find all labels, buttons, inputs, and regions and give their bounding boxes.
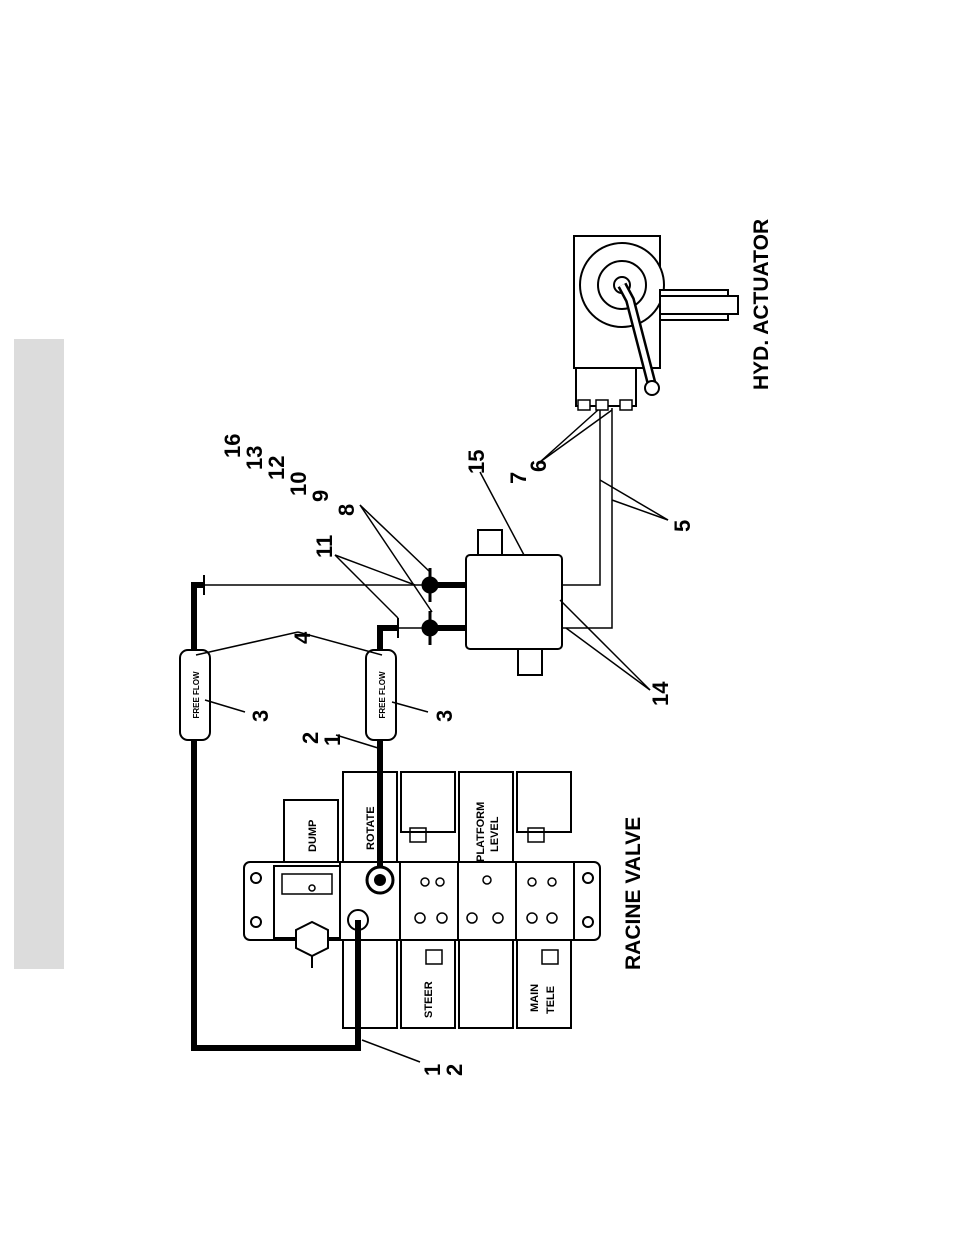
racine-valve-title: RACINE VALVE (622, 817, 645, 970)
callout-4: 4 (290, 631, 315, 644)
section-label-steer: STEER (423, 981, 435, 1018)
tee-fittings (422, 568, 438, 645)
callout-2-lower: 2 (442, 1064, 467, 1076)
callout-7: 7 (506, 472, 531, 484)
callout-14: 14 (648, 681, 673, 706)
manifold-block (466, 530, 562, 675)
free-flow-label: FREE FLOW (192, 671, 201, 719)
callout-3-lower: 3 (432, 710, 457, 722)
check-valve-upper: FREE FLOW (180, 650, 210, 740)
section-label-dump: DUMP (307, 820, 319, 852)
section-label-main: MAIN (529, 984, 541, 1012)
callout-5: 5 (670, 520, 695, 532)
actuator-title: HYD. ACTUATOR (750, 219, 773, 390)
check-valve-lower: FREE FLOW (366, 650, 396, 740)
section-label-rotate: ROTATE (365, 806, 377, 850)
callout-11: 11 (312, 535, 337, 558)
hydraulic-actuator (574, 236, 738, 410)
callout-8: 8 (334, 504, 359, 516)
callout-1-upper: 1 (320, 734, 345, 746)
section-label-tele: TELE (545, 986, 557, 1014)
callout-3-upper: 3 (248, 710, 273, 722)
callout-9: 9 (308, 490, 333, 502)
section-label-platform: PLATFORM (475, 802, 487, 862)
free-flow-label: FREE FLOW (378, 671, 387, 719)
callout-15: 15 (464, 450, 489, 474)
section-label-level: LEVEL (489, 816, 501, 852)
callout-6: 6 (526, 460, 551, 472)
